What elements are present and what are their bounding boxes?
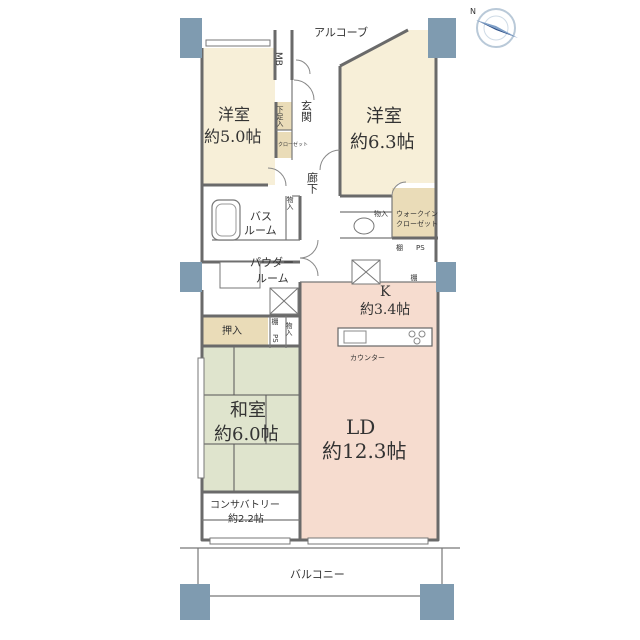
shoebox-fill (276, 102, 292, 130)
hallway-label: 廊下 (306, 171, 319, 195)
conservatory-label-2: 約2.2帖 (228, 512, 264, 525)
compass-label: N (470, 7, 476, 16)
powder-label-1: パウダー (250, 255, 294, 269)
compass-icon: N (470, 7, 518, 48)
western-room-1-name: 洋室 (218, 105, 250, 124)
column-mid-left (180, 262, 202, 292)
windows (197, 39, 429, 545)
wic-label-1: ウォークイン (396, 210, 438, 218)
shelf-label-b: 棚 (410, 273, 418, 282)
ps-label-b: PS (271, 334, 279, 343)
storage-label-c: 物入 (285, 321, 293, 336)
balcony-label: バルコニー (290, 568, 345, 581)
western-room-2-name: 洋室 (366, 106, 402, 127)
oshiire-label: 押入 (222, 324, 242, 337)
powder-label-2: ルーム (256, 272, 289, 285)
bath-label-2: ルーム (244, 224, 277, 237)
kitchen-name: K (380, 284, 391, 300)
column-bottom-left (180, 584, 210, 620)
counter-label: カウンター (350, 353, 385, 362)
toilet (353, 217, 375, 235)
column-top-right (428, 18, 456, 58)
ps-label-a: PS (416, 244, 425, 252)
shoebox-label: 下足入 (276, 106, 284, 127)
bathtub (211, 199, 241, 241)
wash-basin (219, 261, 261, 289)
living-dining-fill (300, 362, 438, 540)
conservatory-label-1: コンサバトリー (210, 499, 280, 511)
shelf-label-a: 棚 (396, 243, 403, 252)
bath-label-1: バス (250, 210, 272, 223)
western-room-1-fill (202, 48, 275, 185)
small-closet-label: クローゼット (278, 141, 308, 148)
column-mid-right (436, 262, 456, 292)
stove (408, 330, 426, 345)
interior-lines (180, 80, 460, 597)
entrance-label: 玄関 (300, 99, 313, 122)
small-closet-fill (276, 132, 292, 158)
kitchen-size: 約3.4帖 (360, 302, 410, 318)
western-room-2-fill (340, 30, 436, 196)
door-swings (267, 59, 407, 277)
ld-name: LD (346, 415, 375, 439)
japanese-room-fill (202, 346, 299, 492)
wic-label-2: クローゼット (396, 219, 438, 228)
sink (343, 330, 367, 344)
japanese-room-size: 約6.0帖 (214, 424, 279, 445)
column-top-left (180, 18, 202, 58)
mb-label: MB (273, 52, 283, 66)
western-room-1-size: 約5.0帖 (204, 127, 261, 146)
storage-label-b: 物入 (374, 209, 388, 218)
alcove-label: アルコーブ (314, 25, 368, 39)
kitchen-fill (300, 282, 438, 362)
tatami-lines (202, 346, 299, 492)
japanese-room-name: 和室 (230, 400, 266, 421)
columns (180, 18, 456, 620)
walk-in-closet-fill (392, 188, 436, 238)
shelf-label-c: 棚 (271, 317, 279, 326)
hatched-boxes (269, 259, 381, 315)
ld-size: 約12.3帖 (322, 439, 407, 463)
column-bottom-right (420, 584, 454, 620)
storage-label-a: 物入 (286, 195, 294, 210)
oshiire-fill (202, 316, 268, 346)
western-room-2-size: 約6.3帖 (350, 132, 415, 153)
